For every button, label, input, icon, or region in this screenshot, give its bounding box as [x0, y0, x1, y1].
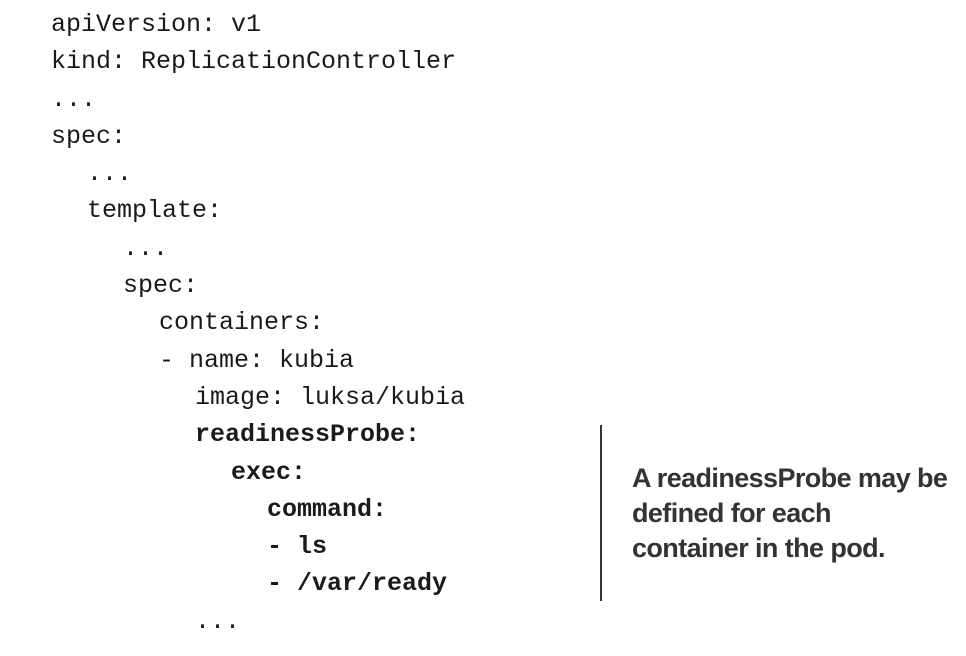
code-line: apiVersion: v1: [51, 10, 262, 39]
code-line: ...: [51, 84, 97, 114]
code-line: exec:: [231, 457, 307, 487]
code-line: kind: ReplicationController: [51, 47, 457, 77]
code-line: ...: [123, 233, 169, 263]
code-line: - name: kubia: [159, 345, 355, 375]
code-line: spec:: [123, 271, 199, 301]
code-line: image: luksa/kubia: [195, 382, 466, 412]
code-line: command:: [267, 494, 388, 524]
code-line: ...: [195, 606, 241, 636]
code-line: template:: [87, 196, 223, 226]
code-line: spec:: [51, 121, 127, 151]
yaml-code-listing: apiVersion: v1 kind: ReplicationControlle…: [51, 6, 465, 640]
code-line: - ls: [267, 532, 328, 562]
code-line: readinessProbe:: [195, 420, 421, 450]
annotation-divider: [600, 425, 602, 601]
code-line: ...: [87, 159, 133, 189]
callout-annotation: A readinessProbe may be defined for each…: [632, 463, 948, 563]
code-line: containers:: [159, 308, 325, 338]
code-line: - /var/ready: [267, 569, 448, 599]
